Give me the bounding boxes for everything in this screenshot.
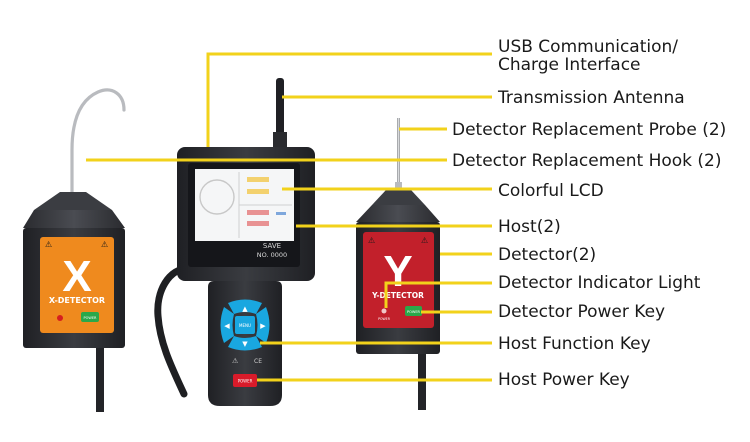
up-arrow-key[interactable]: [228, 299, 262, 315]
x-power-key[interactable]: [81, 312, 99, 322]
y-detector: ⚠ ⚠ Y Y-DETECTOR POWER POWER: [356, 118, 440, 410]
x-power-key-label: POWER: [84, 316, 98, 320]
replacement-hook: [70, 88, 126, 198]
callout-hook: Detector Replacement Hook (2): [452, 151, 722, 171]
callout-detector: Detector(2): [498, 245, 597, 265]
transmission-antenna: [276, 78, 284, 136]
x-warning-icon-right: ⚠: [101, 240, 108, 249]
leader-lines: [86, 52, 492, 382]
callout-detector-power: Detector Power Key: [498, 302, 666, 322]
host-power-key-label: POWER: [238, 379, 253, 384]
menu-key[interactable]: [235, 316, 255, 334]
replacement-probe: [397, 118, 400, 186]
y-detector-letter: Y: [383, 247, 412, 296]
y-power-key-label: POWER: [407, 310, 421, 314]
down-arrow-icon: ▼: [242, 340, 248, 348]
y-power-key[interactable]: [405, 306, 422, 316]
y-warning-icon-right: ⚠: [421, 236, 428, 245]
y-detector-face: [363, 232, 434, 328]
callout-indicator: Detector Indicator Light: [498, 273, 701, 293]
x-detector-face: [40, 237, 114, 333]
host-warning-icon: ⚠: [232, 357, 239, 365]
lcd-save-text: SAVE: [263, 242, 281, 250]
x-detector-name: X-DETECTOR: [49, 296, 105, 305]
host-power-key[interactable]: [233, 374, 257, 387]
leader-usb: [206, 52, 492, 147]
callout-probe: Detector Replacement Probe (2): [452, 120, 727, 140]
x-detector-letter: X: [62, 252, 91, 301]
left-arrow-key[interactable]: [220, 307, 235, 343]
x-indicator-light: [57, 315, 63, 321]
host-lanyard: [154, 264, 194, 398]
callout-antenna: Transmission Antenna: [498, 88, 685, 108]
x-warning-icon-left: ⚠: [45, 240, 52, 249]
x-detector: ⚠ ⚠ X X-DETECTOR POWER: [23, 88, 126, 412]
menu-key-label: MENU: [239, 323, 251, 328]
callout-usb-line2: Charge Interface: [498, 55, 641, 75]
y-indicator-label: POWER: [378, 317, 391, 321]
callout-host-power: Host Power Key: [498, 370, 630, 390]
y-indicator-light: [381, 308, 387, 314]
callout-function-key: Host Function Key: [498, 334, 651, 354]
callout-usb: USB Communication/ Charge Interface: [498, 38, 678, 74]
callout-host: Host(2): [498, 217, 561, 237]
left-arrow-icon: ◀: [224, 322, 230, 330]
lcd-number-text: NO. 0000: [257, 251, 287, 259]
host-ce-mark-icon: CE: [254, 358, 262, 365]
right-arrow-icon: ▶: [260, 322, 266, 330]
down-arrow-key[interactable]: [228, 336, 262, 351]
host-function-keypad: MENU ▲ ▼ ◀ ▶: [220, 299, 270, 351]
right-arrow-key[interactable]: [256, 307, 270, 343]
host-device: SAVE NO. 0000 MENU ▲ ▼ ◀ ▶ ⚠ CE POWER: [154, 78, 315, 406]
y-detector-name: Y-DETECTOR: [371, 291, 424, 300]
callout-usb-line1: USB Communication/: [498, 37, 679, 57]
up-arrow-icon: ▲: [242, 305, 248, 313]
y-warning-icon-left: ⚠: [368, 236, 375, 245]
callout-lcd: Colorful LCD: [498, 181, 604, 201]
leader-indicator: [384, 281, 492, 308]
